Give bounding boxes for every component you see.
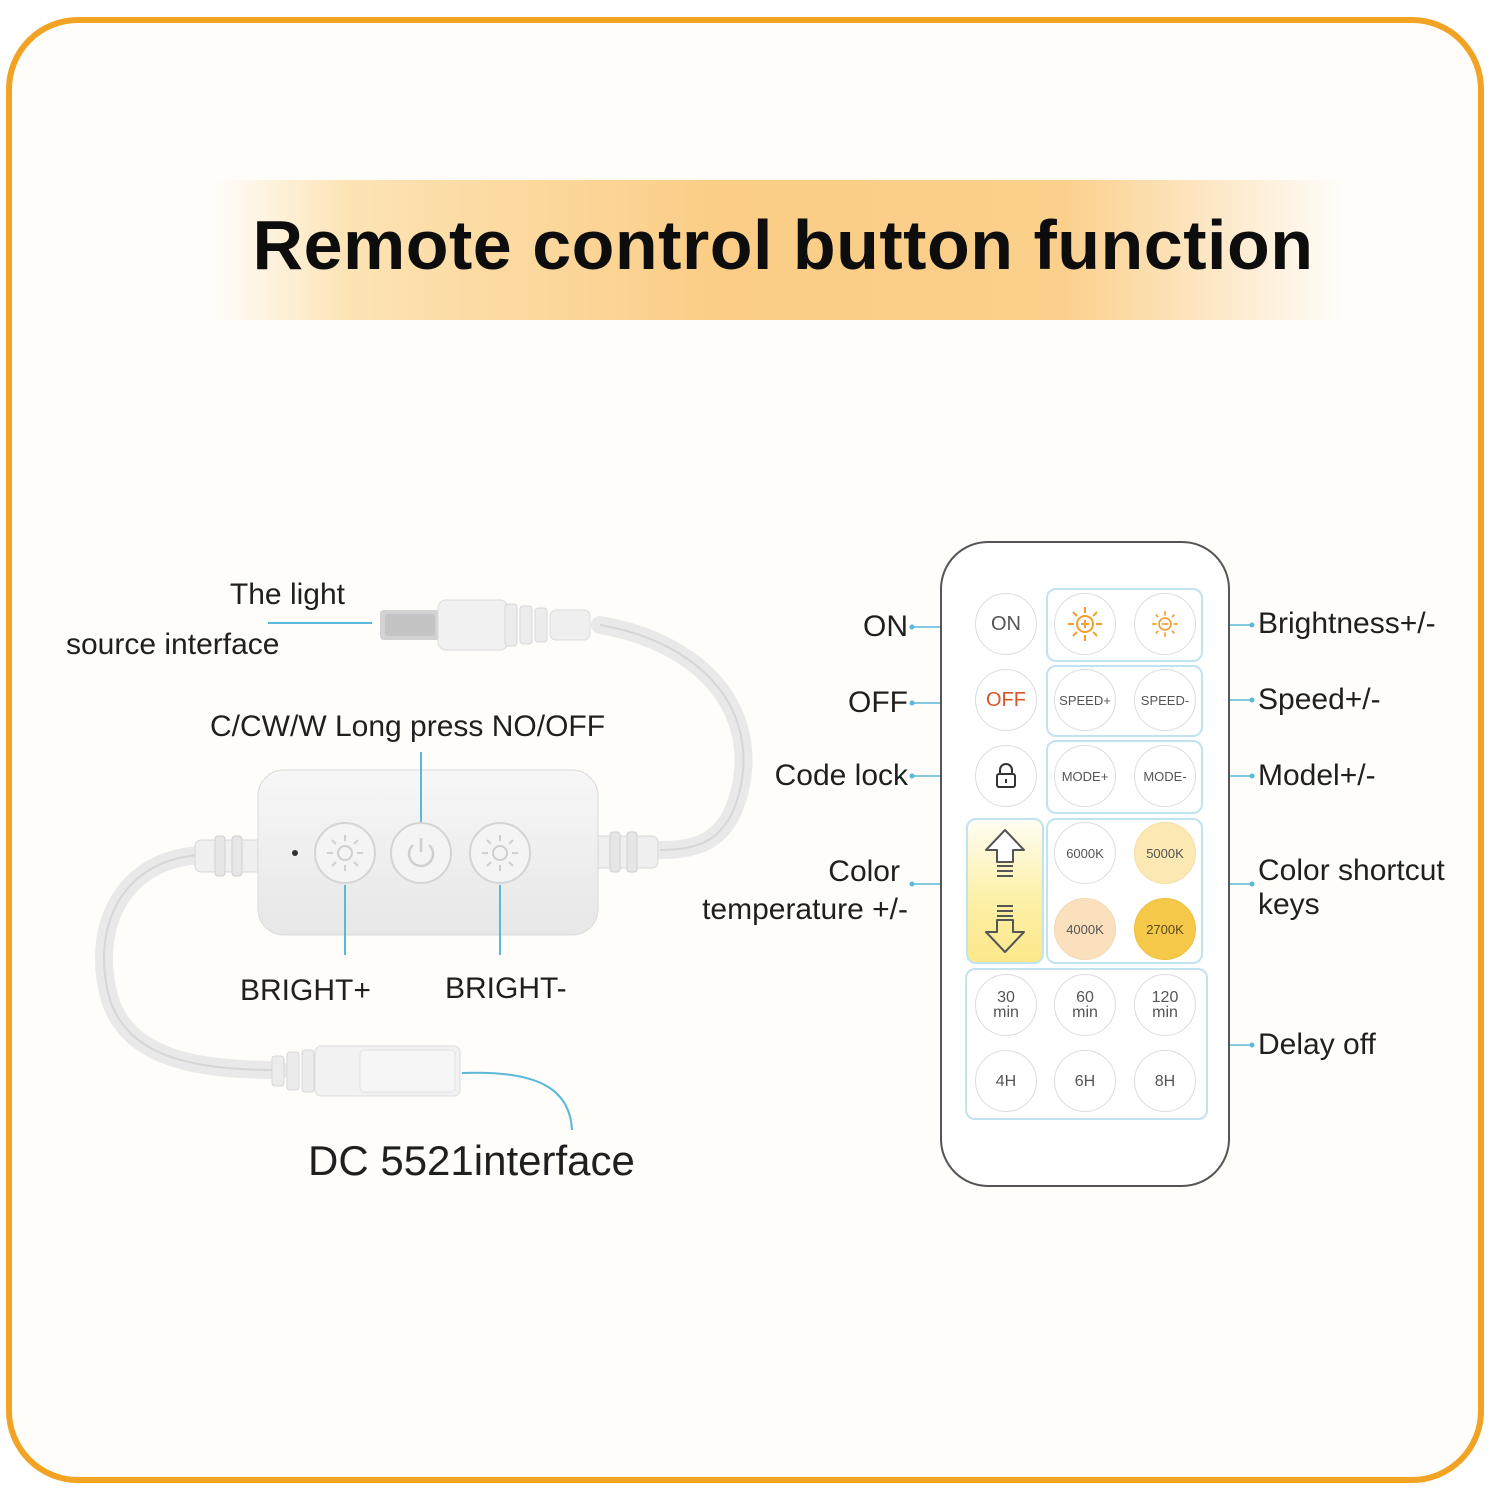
speed-plus-key[interactable]: SPEED+ [1054, 669, 1116, 731]
power-icon [407, 838, 435, 868]
delay-60min-key[interactable]: 60 min [1054, 974, 1116, 1036]
page-title: Remote control button function [252, 206, 1314, 284]
off-label: OFF [848, 686, 908, 719]
code-lock-label: Code lock [774, 759, 908, 792]
mode-group [1046, 740, 1203, 814]
sun-minus-icon [1152, 611, 1178, 637]
light-source-label-line1: The light [229, 578, 345, 611]
mode-plus-key[interactable]: MODE+ [1054, 745, 1116, 807]
speed-group [1046, 665, 1203, 737]
ir-receiver-dot [292, 850, 298, 856]
power-button-label: C/CW/W Long press NO/OFF [210, 710, 606, 743]
off-key-label: OFF [986, 688, 1026, 711]
arrow-up-icon [985, 829, 1025, 877]
light-source-label-line2: source interface [66, 628, 280, 661]
delay-60-unit: min [1072, 1004, 1098, 1021]
delay-6h-label: 6H [1074, 1072, 1096, 1090]
brightness-label: Brightness+/- [1258, 607, 1436, 640]
speed-minus-key[interactable]: SPEED- [1134, 669, 1196, 731]
delay-60-number: 60 [1076, 989, 1094, 1006]
on-key[interactable]: ON [975, 593, 1037, 655]
title-banner [215, 180, 1345, 320]
arrow-down-icon [985, 905, 1025, 953]
delay-30-unit: min [993, 1004, 1019, 1021]
strain-relief-left [194, 835, 266, 877]
cct-up-key[interactable] [982, 826, 1028, 882]
delay-off-label: Delay off [1258, 1028, 1376, 1061]
brightness-group [1046, 588, 1203, 662]
code-lock-key[interactable] [975, 745, 1037, 807]
brightness-plus-key[interactable] [1054, 593, 1116, 655]
leader-lines [268, 622, 573, 1131]
mode-plus-label: MODE+ [1061, 768, 1109, 784]
dc-interface-label: DC 5521interface [308, 1137, 635, 1184]
delay-4h-key[interactable]: 4H [975, 1050, 1037, 1112]
delay-30-number: 30 [997, 989, 1015, 1006]
sun-plus-icon [1068, 607, 1102, 641]
brightness-minus-key[interactable] [1134, 593, 1196, 655]
key-6000k[interactable]: 6000K [1054, 822, 1116, 884]
mode-minus-label: MODE- [1143, 768, 1187, 784]
delay-120min-key[interactable]: 120 min [1134, 974, 1196, 1036]
power-button [390, 822, 452, 884]
bright-plus-label: BRIGHT+ [240, 974, 371, 1007]
key-4000k-label: 4000K [1066, 921, 1104, 937]
key-4000k[interactable]: 4000K [1054, 898, 1116, 960]
delay-6h-key[interactable]: 6H [1054, 1050, 1116, 1112]
delay-30min-key[interactable]: 30 min [975, 974, 1037, 1036]
delay-4h-label: 4H [995, 1072, 1017, 1090]
model-label: Model+/- [1258, 759, 1376, 792]
bright-minus-button [469, 822, 531, 884]
color-temp-label-line2: temperature +/- [702, 893, 908, 926]
delay-8h-key[interactable]: 8H [1134, 1050, 1196, 1112]
color-temp-label-line1: Color [828, 855, 900, 888]
delay-120-unit: min [1152, 1004, 1178, 1021]
sun-icon [482, 835, 518, 871]
color-shortcut-label-line1: Color shortcut [1258, 854, 1445, 887]
lock-icon [996, 763, 1016, 788]
color-shortcut-label-line2: keys [1258, 888, 1320, 921]
key-5000k-label: 5000K [1146, 845, 1184, 861]
color-temp-group [966, 818, 1044, 964]
mode-minus-key[interactable]: MODE- [1134, 745, 1196, 807]
key-5000k[interactable]: 5000K [1134, 822, 1196, 884]
on-key-label: ON [991, 612, 1021, 635]
off-key[interactable]: OFF [975, 669, 1037, 731]
speed-minus-label: SPEED- [1140, 692, 1190, 708]
key-2700k[interactable]: 2700K [1134, 898, 1196, 960]
delay-8h-label: 8H [1154, 1072, 1176, 1090]
strain-relief-right [587, 831, 659, 873]
speed-label: Speed+/- [1258, 683, 1381, 716]
delay-off-group [965, 968, 1208, 1120]
on-label: ON [863, 610, 908, 643]
cct-down-key[interactable] [982, 900, 1028, 956]
key-6000k-label: 6000K [1066, 845, 1104, 861]
bright-minus-label: BRIGHT- [445, 972, 567, 1005]
key-2700k-label: 2700K [1146, 921, 1184, 937]
bright-plus-button [314, 822, 376, 884]
sun-icon [327, 835, 363, 871]
speed-plus-label: SPEED+ [1059, 692, 1111, 708]
delay-120-number: 120 [1151, 989, 1179, 1006]
dc-socket [271, 1045, 461, 1097]
light-source-plug [380, 599, 591, 651]
color-shortcut-group [1046, 818, 1203, 964]
